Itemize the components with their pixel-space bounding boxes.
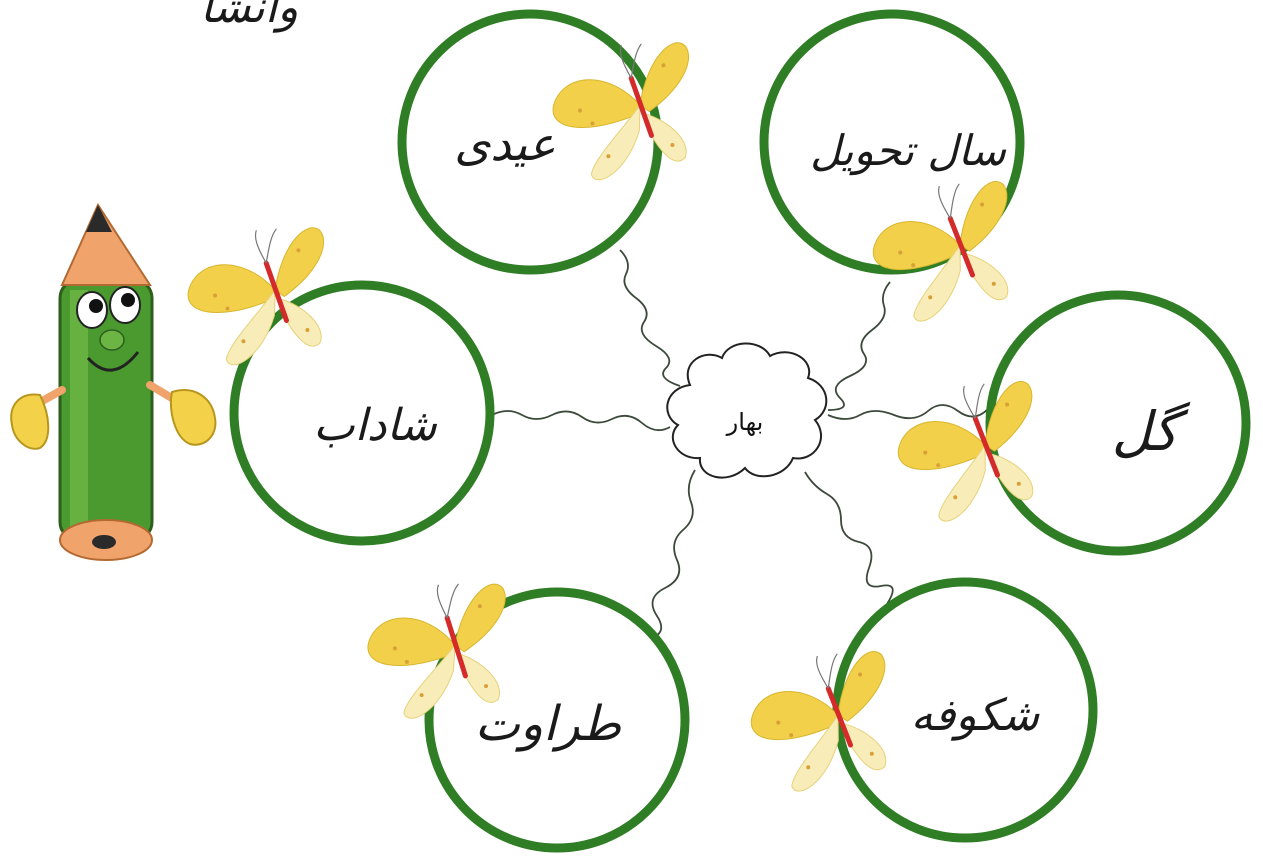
- label-shekufeh: شکوفه: [911, 690, 1041, 741]
- label-shadab: شاداب: [313, 400, 438, 451]
- corner-text: وانشا: [200, 0, 298, 33]
- connector-eidi: [620, 250, 680, 386]
- connector-gol: [828, 405, 988, 419]
- connector-shekufeh: [805, 472, 893, 604]
- label-taravat: طراوت: [475, 696, 622, 752]
- connector-shadab: [492, 411, 670, 430]
- label-eidi: عیدی: [454, 117, 555, 171]
- pencil-mascot-icon: [11, 205, 215, 560]
- label-sal-tahvil: سال تحویل: [810, 126, 1007, 176]
- center-label: بهار: [726, 408, 764, 436]
- center-cloud: بهار: [667, 343, 826, 477]
- connector-sal-tahvil: [828, 282, 890, 410]
- connector-taravat: [647, 470, 695, 640]
